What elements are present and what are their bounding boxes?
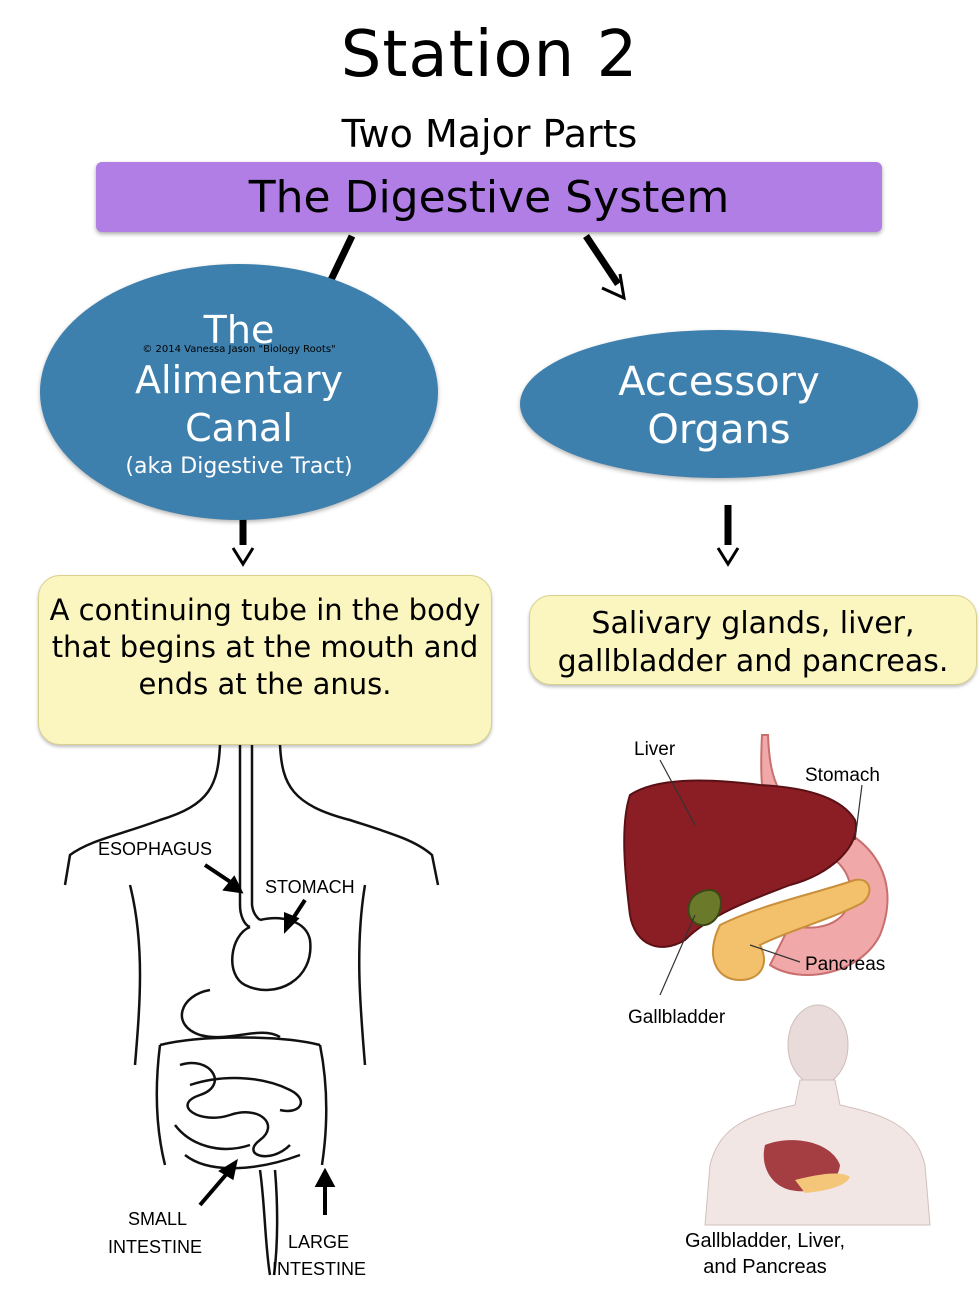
digestive-tract-illustration: ESOPHAGUS STOMACH SMALL INTESTINE LARGE … bbox=[63, 745, 440, 1279]
accessory-line1: Accessory bbox=[618, 359, 820, 405]
alimentary-description: A continuing tube in the body that begin… bbox=[49, 593, 481, 701]
page-title: Station 2 bbox=[340, 18, 639, 92]
arrow-to-accessory bbox=[583, 234, 626, 301]
banner-label: The Digestive System bbox=[248, 171, 730, 223]
accessory-line2: Organs bbox=[647, 407, 791, 453]
alimentary-line3: Canal bbox=[185, 406, 293, 450]
human-figure bbox=[704, 1004, 931, 1226]
label-large-1: LARGE bbox=[288, 1232, 349, 1252]
caption-line1: Gallbladder, Liver, bbox=[685, 1230, 845, 1252]
alimentary-canal-oval: The © 2014 Vanessa Jason "Biology Roots"… bbox=[40, 264, 438, 520]
label-small-2: INTESTINE bbox=[108, 1237, 202, 1257]
digestive-system-banner: The Digestive System bbox=[96, 162, 882, 232]
alimentary-line1: The bbox=[203, 308, 275, 352]
label-stomach: STOMACH bbox=[265, 877, 355, 897]
arrow-to-alimentary bbox=[326, 234, 356, 284]
gallbladder-shape bbox=[687, 889, 722, 927]
alimentary-subtitle: (aka Digestive Tract) bbox=[125, 454, 353, 479]
accessory-description: Salivary glands, liver, gallbladder and … bbox=[557, 606, 949, 679]
accessory-description-box: Salivary glands, liver, gallbladder and … bbox=[529, 595, 977, 685]
arrow-down-right bbox=[716, 505, 740, 567]
accessory-organs-oval: Accessory Organs bbox=[520, 330, 918, 478]
label-large-2: INTESTINE bbox=[272, 1259, 366, 1279]
label-gallbladder: Gallbladder bbox=[628, 1007, 726, 1028]
label-esophagus: ESOPHAGUS bbox=[98, 839, 212, 859]
liver-shape bbox=[623, 779, 857, 948]
connector-arrows bbox=[231, 234, 740, 567]
alimentary-line2: Alimentary bbox=[135, 358, 343, 402]
page-subtitle: Two Major Parts bbox=[341, 112, 638, 156]
label-liver: Liver bbox=[634, 739, 676, 760]
label-small-1: SMALL bbox=[128, 1209, 187, 1229]
alimentary-description-box: A continuing tube in the body that begin… bbox=[38, 575, 492, 745]
label-pancreas: Pancreas bbox=[805, 954, 885, 975]
accessory-organs-illustration: Liver Stomach Pancreas Gallbladder Gallb… bbox=[623, 734, 931, 1278]
caption-line2: and Pancreas bbox=[703, 1256, 826, 1278]
label-stomach-organ: Stomach bbox=[805, 765, 880, 786]
copyright-text: © 2014 Vanessa Jason "Biology Roots" bbox=[142, 344, 336, 355]
pancreas-shape bbox=[711, 878, 871, 982]
